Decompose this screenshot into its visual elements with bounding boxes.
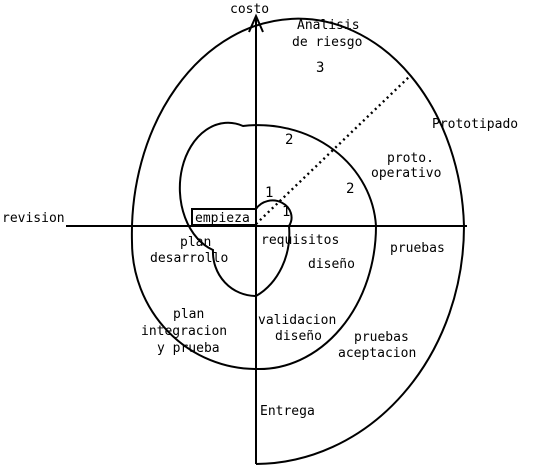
label-design: diseño [308, 257, 355, 272]
label-delivery: Entrega [260, 404, 315, 419]
label-integration-plan-3: y prueba [157, 341, 220, 356]
axis-label-revision: revision [2, 211, 65, 226]
label-tests: pruebas [390, 241, 445, 256]
label-design-validation-2: diseño [275, 329, 322, 344]
label-proto-2: operativo [371, 166, 441, 181]
label-acceptance-tests-2: aceptacion [338, 346, 416, 361]
axis-label-cost: costo [230, 2, 269, 17]
label-prototyping: Prototipado [432, 117, 518, 132]
cycle-number-2-top: 2 [285, 132, 293, 148]
cycle-number-1-bottom: 1 [282, 204, 290, 220]
start-label: empieza [195, 211, 250, 226]
label-acceptance-tests-1: pruebas [354, 330, 409, 345]
label-requirements: requisitos [261, 233, 339, 248]
label-dev-plan-1: plan [180, 235, 211, 250]
label-risk-analysis-1: Analisis [297, 18, 360, 33]
label-design-validation-1: validacion [258, 313, 336, 328]
cycle-number-1-top: 1 [265, 185, 273, 201]
label-dev-plan-2: desarrollo [150, 251, 228, 266]
dotted-diagonal [255, 75, 411, 225]
spiral-path [130, 17, 466, 465]
label-proto-1: proto. [387, 151, 434, 166]
cycle-number-2-right: 2 [346, 181, 354, 197]
label-integration-plan-2: integracion [141, 324, 227, 339]
label-risk-analysis-2: de riesgo [292, 35, 362, 50]
label-integration-plan-1: plan [173, 307, 204, 322]
cycle-number-3: 3 [316, 60, 324, 76]
start-box [191, 208, 257, 226]
